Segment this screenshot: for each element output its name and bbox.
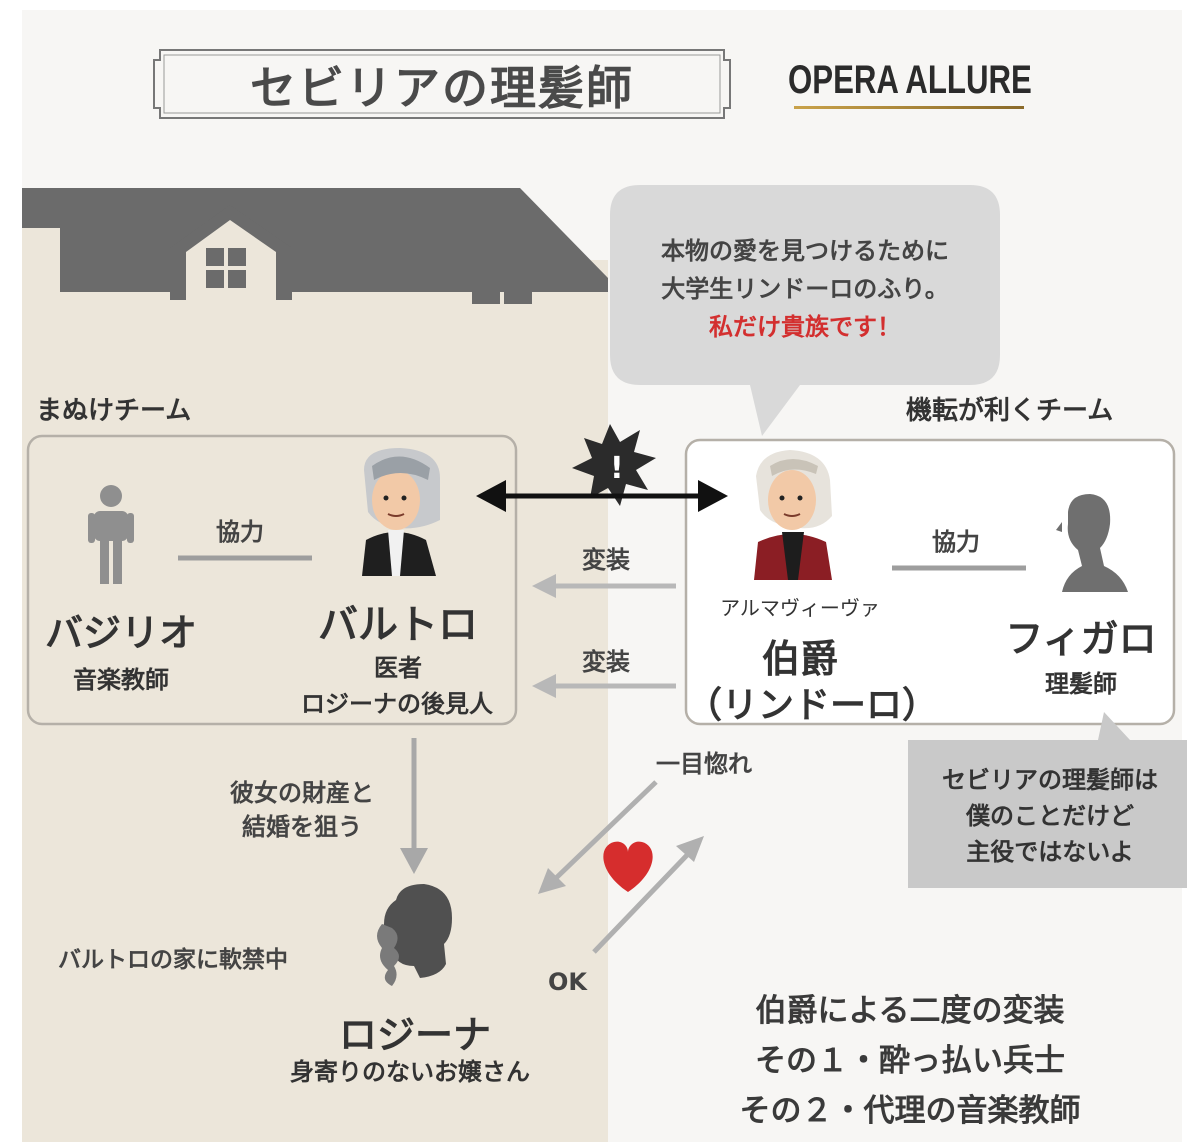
love-arrow-down: [538, 780, 658, 894]
figaro-name: フィガロ: [1005, 617, 1157, 661]
count-speech-line-3: 私だけ貴族です！: [709, 313, 901, 341]
burst-exclamation: !: [610, 451, 624, 486]
bartolo-role-2: ロジーナの後見人: [301, 690, 493, 718]
target-label-line-2: 結婚を狙う: [242, 813, 362, 841]
summary-line-2: その１・酔っ払い兵士: [755, 1043, 1065, 1079]
target-arrow-down: [400, 738, 428, 874]
figaro-speech-text: セビリアの理髪師は 僕のことだけど 主役ではないよ: [914, 762, 1186, 870]
brand-logo: OPERA ALLURE: [788, 58, 1032, 102]
basilio-name: バジリオ: [44, 611, 197, 655]
disguise-label-2: 変装: [582, 648, 630, 676]
ok-arrow-up: [592, 836, 704, 954]
brand-underline: [794, 106, 1024, 109]
basilio-role: 音楽教師: [73, 666, 169, 694]
summary: 伯爵による二度の変装 その１・酔っ払い兵士 その２・代理の音楽教師: [700, 986, 1120, 1136]
summary-line-1: 伯爵による二度の変装: [755, 993, 1065, 1029]
cooperate-label-left: 協力: [216, 518, 264, 546]
count-small-name: アルマヴィーヴァ: [720, 596, 880, 620]
ok-label: OK: [548, 968, 587, 996]
figaro-role: 理髪師: [1045, 670, 1117, 698]
count-speech-text: 本物の愛を見つけるために 大学生リンドーロのふり。 私だけ貴族です！: [612, 232, 998, 346]
left-team-label: まぬけチーム: [36, 396, 192, 426]
title-frame: [153, 49, 731, 119]
figaro-speech-line-1: セビリアの理髪師は: [942, 766, 1158, 794]
rosina-role: 身寄りのないお嬢さん: [290, 1058, 530, 1086]
basilio-person-icon: [88, 485, 134, 584]
window-icon-right: [472, 248, 532, 304]
heart-icon: [603, 841, 653, 892]
right-team-label: 機転が利くチーム: [906, 396, 1114, 426]
rosina-name: ロジーナ: [338, 1013, 491, 1057]
conflict-burst-icon: [572, 424, 656, 506]
figaro-speech-line-2: 僕のことだけど: [966, 802, 1134, 830]
disguise-label-1: 変装: [582, 546, 630, 574]
rosina-note: バルトロの家に軟禁中: [58, 947, 288, 973]
rosina-silhouette-icon: [377, 884, 452, 986]
house-wall: [22, 260, 608, 1142]
window-icon-left: [206, 248, 246, 288]
rivalry-double-arrow: [476, 480, 728, 512]
count-alias: （リンドーロ）: [686, 685, 939, 726]
house-roof: [22, 188, 608, 292]
figaro-speech-line-3: 主役ではないよ: [966, 838, 1134, 866]
target-label-line-1: 彼女の財産と: [230, 779, 374, 807]
disguise-arrow-2: [532, 674, 676, 698]
left-team-box: [26, 434, 518, 726]
bartolo-portrait-icon: [362, 448, 440, 576]
love-at-first-sight-label: 一目惚れ: [656, 750, 752, 778]
figaro-silhouette-icon: [1056, 494, 1128, 592]
page-title: セビリアの理髪師: [250, 61, 634, 115]
bartolo-name: バルトロ: [318, 602, 478, 648]
bartolo-role-1: 医者: [374, 654, 422, 682]
count-speech-line-2: 大学生リンドーロのふり。: [661, 275, 949, 303]
target-label: 彼女の財産と 結婚を狙う: [208, 776, 396, 844]
dormer: [22, 228, 60, 292]
speech-bubble-figaro: [908, 712, 1187, 888]
count-portrait-icon: [754, 450, 832, 580]
count-title: 伯爵: [761, 637, 838, 681]
cooperate-label-right: 協力: [932, 528, 980, 556]
disguise-arrow-1: [532, 574, 676, 598]
summary-line-3: その２・代理の音楽教師: [739, 1093, 1081, 1129]
count-speech-line-1: 本物の愛を見つけるために: [661, 237, 949, 265]
speech-bubble-count: [610, 185, 1000, 436]
